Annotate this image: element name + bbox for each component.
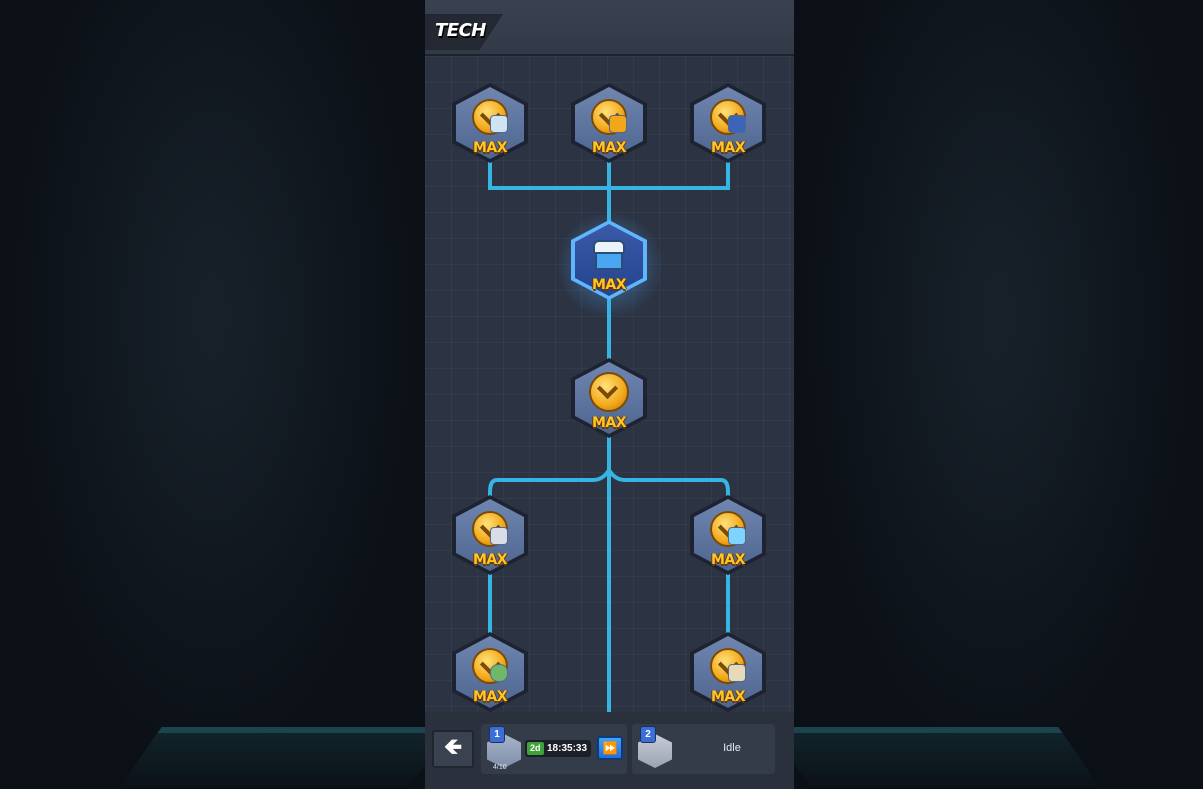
cap-icon xyxy=(728,115,746,133)
tech-node-left-2[interactable]: MAX xyxy=(452,632,528,712)
tech-screen: TECH MAX MAX MAX MAX xyxy=(425,0,794,789)
background-panel-glow-right xyxy=(768,727,1102,789)
tech-node-top-left[interactable]: MAX xyxy=(452,83,528,163)
research-queue-bar: 🡸 1 4/10 2d 18:35:33 ⏩ 2 Idle xyxy=(425,712,794,789)
background-left xyxy=(0,0,425,789)
timer-days: 2d xyxy=(527,742,544,755)
max-label: MAX xyxy=(472,552,508,568)
slot-progress: 4/10 xyxy=(493,764,507,771)
speedup-button[interactable]: ⏩ xyxy=(597,736,623,760)
tech-node-top-right[interactable]: MAX xyxy=(690,83,766,163)
page-title: TECH xyxy=(435,20,486,41)
research-timer: 2d 18:35:33 xyxy=(525,740,591,757)
chest-icon xyxy=(593,240,625,270)
header-bar: TECH xyxy=(425,0,794,56)
feather-icon xyxy=(728,527,746,545)
connector-branch xyxy=(488,433,730,712)
tech-node-left-1[interactable]: MAX xyxy=(452,495,528,575)
slot-status: Idle xyxy=(723,742,741,754)
tech-node-middle[interactable]: MAX xyxy=(571,358,647,438)
max-label: MAX xyxy=(710,552,746,568)
max-label: MAX xyxy=(591,140,627,156)
background-right xyxy=(794,0,1203,789)
tech-node-top-center[interactable]: MAX xyxy=(571,83,647,163)
research-slot-2[interactable]: 2 Idle xyxy=(632,724,775,774)
coin-icon xyxy=(589,372,629,412)
wrench-icon xyxy=(490,527,508,545)
eye-icon xyxy=(490,115,508,133)
max-label: MAX xyxy=(710,689,746,705)
timer-time: 18:35:33 xyxy=(547,743,588,754)
tech-node-right-1[interactable]: MAX xyxy=(690,495,766,575)
tech-node-right-2[interactable]: MAX xyxy=(690,632,766,712)
tools-icon xyxy=(728,664,746,682)
research-slot-1[interactable]: 1 4/10 2d 18:35:33 ⏩ xyxy=(481,724,627,774)
max-label: MAX xyxy=(472,689,508,705)
fast-forward-icon: ⏩ xyxy=(602,741,618,755)
max-label: MAX xyxy=(591,415,627,431)
max-label: MAX xyxy=(472,140,508,156)
arrow-icon xyxy=(609,115,627,133)
max-label: MAX xyxy=(591,277,627,293)
bowl-icon xyxy=(490,664,508,682)
slot-number-badge: 1 xyxy=(489,726,505,743)
slot-number-badge: 2 xyxy=(640,726,656,743)
back-button[interactable]: 🡸 xyxy=(432,730,474,768)
max-label: MAX xyxy=(710,140,746,156)
back-arrow-icon: 🡸 xyxy=(444,735,462,760)
tech-node-chest[interactable]: MAX xyxy=(571,220,647,300)
background-panel-glow-left xyxy=(118,727,452,789)
